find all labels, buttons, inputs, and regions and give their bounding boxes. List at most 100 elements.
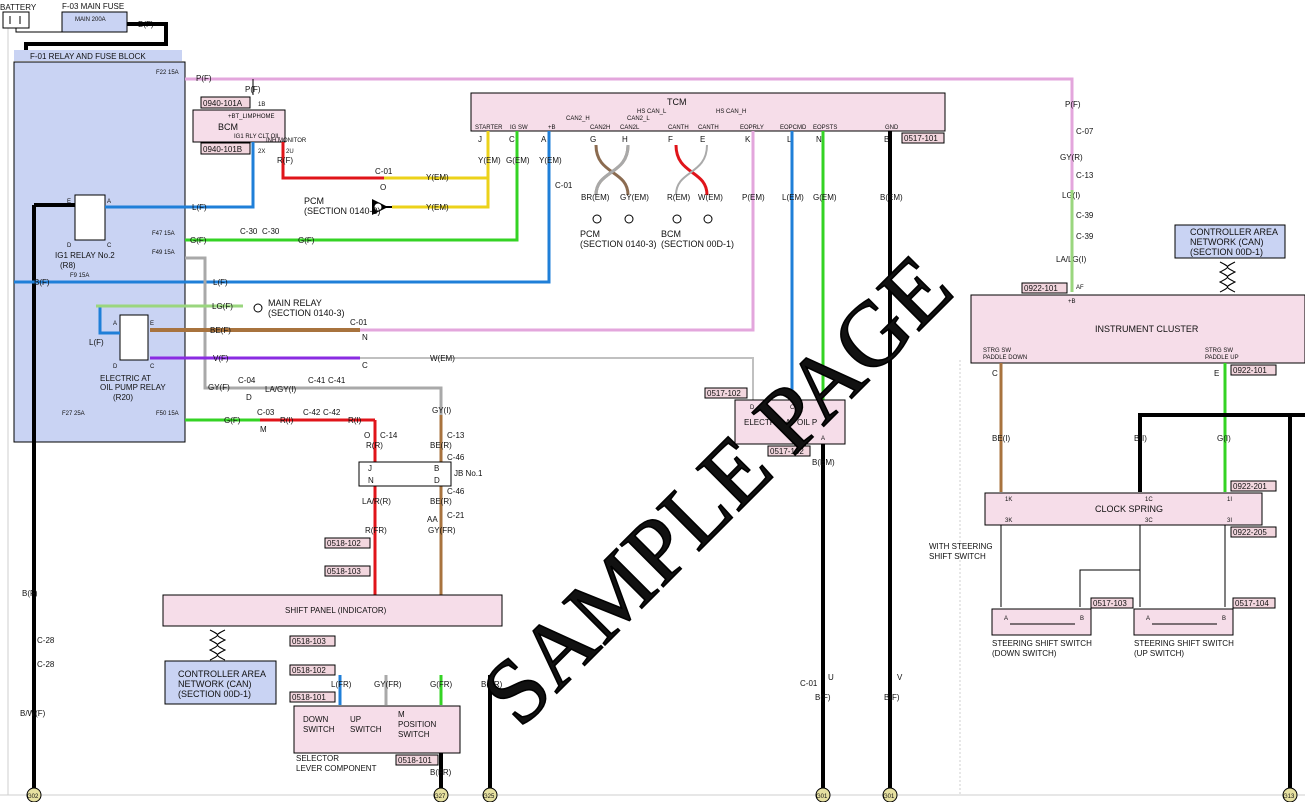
tcm-pin-eopsts: EOPSTS [813, 125, 837, 131]
tcm-label-can2h: CAN2_H [566, 116, 590, 122]
conn-c39b: C-39 [1076, 232, 1094, 241]
frame-lines [0, 20, 1305, 796]
instrument-cluster: 0922-101 INSTRUMENT CLUSTER AF +B STRG S… [970, 282, 1305, 378]
wire-lar: LA/R(R) [362, 497, 391, 506]
conn-c30b: C-30 [262, 227, 280, 236]
pcm-ref-line1: PCM [304, 196, 324, 206]
jb-pin-b: B [434, 464, 439, 473]
main-fuse: F-03 MAIN FUSE MAIN 200A B(F) [61, 2, 154, 33]
wire-bfr: B(FR) [481, 680, 503, 689]
conn-c01: C-01 [375, 167, 393, 176]
fuse-f50: F50 15A [156, 411, 179, 417]
selector-pos2: SWITCH [398, 730, 430, 739]
wire-rfr: R(FR) [365, 526, 387, 535]
tcm-letter-j: J [478, 135, 482, 144]
wire-pf-right: P(F) [1065, 100, 1081, 109]
pump-title: ELECTRIC AT OIL P [744, 418, 817, 427]
pump-pin-c: C [790, 405, 795, 411]
ig1-relay [74, 194, 106, 241]
wire-gf-f50: G(F) [224, 416, 241, 425]
wire-lem: L(EM) [782, 193, 804, 202]
conn-c04: C-04 [238, 376, 256, 385]
tcm-letter-a: A [541, 135, 547, 144]
bcm-box: 0940-101A 1B +BT_LIMPHOME BCM IG1 RLY CL… [192, 96, 307, 155]
wire-ri: R(I) [280, 416, 294, 425]
selector-up: UP [350, 715, 361, 724]
wire-gyr: GY(R) [1060, 153, 1083, 162]
clock-spring-title: CLOCK SPRING [1095, 504, 1163, 514]
oil-pump: 0517-102 ELECTRIC AT OIL P D C B A 0517-… [704, 387, 846, 457]
conn-c04-pin: D [246, 393, 252, 402]
wire-bem2: B(EM) [812, 458, 835, 467]
wire-lgf: LG(F) [212, 302, 233, 311]
steering-label1: WITH STEERING [929, 542, 993, 551]
bcm-pin-1b: 1B [258, 102, 265, 108]
ref-0518-102: 0518-102 [327, 539, 361, 548]
bcm-pins: IG1 RLY CLT OIL [234, 134, 281, 140]
pin-c: C [107, 243, 112, 249]
wire-ri2: R(I) [348, 416, 362, 425]
bcm-title: BCM [218, 122, 238, 132]
steering-up1: STEERING SHIFT SWITCH [1134, 639, 1234, 648]
fuse-f49: F49 15A [152, 250, 175, 256]
shift-panel-title: SHIFT PANEL (INDICATOR) [285, 606, 387, 615]
cluster-pin-b: +B [1068, 299, 1076, 305]
wire-bwf: B/W(F) [20, 709, 46, 718]
tcm-pin-can2l: CAN2L [620, 125, 640, 131]
tcm-letter-b: B [884, 135, 889, 144]
wire-gyf: GY(F) [208, 383, 230, 392]
wire-pem: P(EM) [742, 193, 765, 202]
wire-gf-relay2: G(F) [298, 236, 315, 245]
fuse-f47: F47 15A [152, 231, 175, 237]
steering-switch-down: 0517-103 A B STEERING SHIFT SWITCH (DOWN… [991, 597, 1134, 658]
ig1-relay-label: IG1 RELAY No.2 [55, 251, 115, 260]
conn-c01-c: C [362, 361, 368, 370]
tcm-letter-l: L [787, 135, 792, 144]
ref-0518-103: 0518-103 [327, 567, 361, 576]
wire-lf-pump: L(F) [89, 338, 104, 347]
bcm-pins2: INH MONITOR [266, 138, 307, 144]
conn-c01-pin: O [380, 183, 386, 192]
tcm-letter-n: N [816, 135, 822, 144]
conn-c41b: C-41 [328, 376, 346, 385]
main-relay-line2: (SECTION 0140-3) [268, 308, 345, 318]
jb-pin-j: J [368, 464, 372, 473]
wire-wem: W(EM) [698, 193, 723, 202]
pump-relay-label2: OIL PUMP RELAY [100, 383, 166, 392]
can-left-line3: (SECTION 00D-1) [178, 689, 251, 699]
conn-c01-b: C-01 [350, 318, 368, 327]
main-fuse-title: F-03 MAIN FUSE [62, 2, 124, 11]
wire-brem: BR(EM) [581, 193, 610, 202]
steering-up2: (UP SWITCH) [1134, 649, 1184, 658]
ref-0922-101: 0922-101 [1024, 284, 1058, 293]
cs-pin-1k: 1K [1005, 497, 1012, 503]
relay-block-title: F-01 RELAY AND FUSE BLOCK [30, 52, 146, 61]
tcm-pin-eoprly: EOPRLY [740, 125, 764, 131]
wire-pf-bcm: P(F) [245, 85, 261, 94]
ref-0517-102b: 0517-102 [770, 447, 804, 456]
wire-bef: BE(F) [210, 326, 231, 335]
conn-v: V [897, 673, 903, 682]
ref-0517-104: 0517-104 [1235, 599, 1269, 608]
wire-ber2: BE(R) [430, 497, 452, 506]
conn-c41a: C-41 [308, 376, 326, 385]
jb-pin-d: D [434, 476, 440, 485]
tcm-pin-starter: STARTER [475, 125, 503, 131]
pump-pin-b: B [821, 405, 825, 411]
wire-bf-u: B(F) [815, 693, 831, 702]
pump-pin-e: E [150, 321, 154, 327]
tcm-box: TCM STARTER IG SW +B CAN2H CAN2L CANTH C… [470, 92, 946, 144]
steering-switch-up: 0517-104 A B STEERING SHIFT SWITCH (UP S… [1133, 597, 1276, 658]
tcm-letter-c: C [509, 135, 515, 144]
wire-yem-2: Y(EM) [426, 203, 449, 212]
main-relay-line1: MAIN RELAY [268, 298, 322, 308]
conn-c01-tcm: C-01 [555, 181, 573, 190]
shift-panel: SHIFT PANEL (INDICATOR) [162, 594, 503, 627]
ref-0922-201: 0922-201 [1233, 482, 1267, 491]
conn-c30a: C-30 [240, 227, 258, 236]
tcm-label-can2l: CAN2_L [627, 116, 650, 122]
wire-lf: L(F) [192, 203, 207, 212]
fuse-f9: F9 15A [70, 273, 89, 279]
ref-0518-102b: 0518-102 [292, 666, 326, 675]
